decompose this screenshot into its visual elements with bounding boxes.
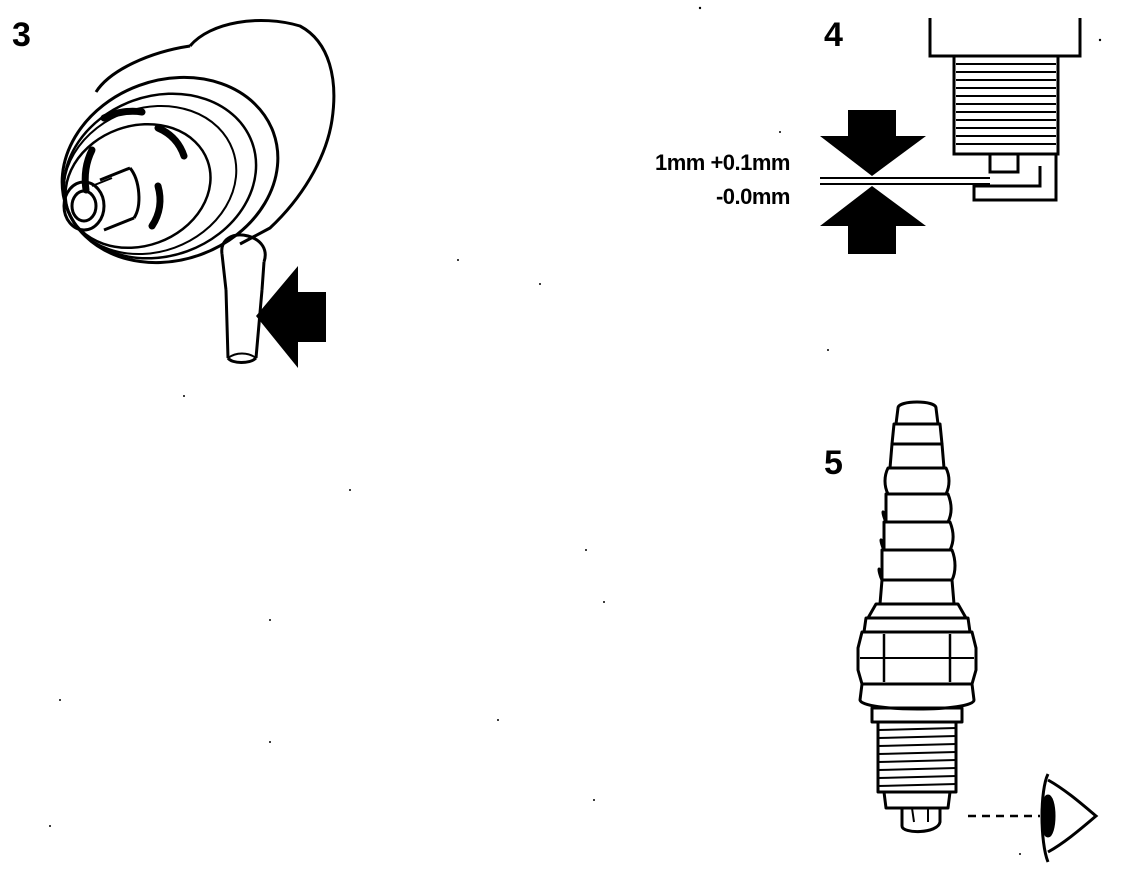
scan-specks	[49, 6, 1102, 855]
eye-icon	[1040, 773, 1099, 863]
spark-plug-tip-drawing	[820, 18, 1082, 202]
figure-number-5: 5	[824, 444, 843, 482]
spark-plug-drawing	[856, 400, 978, 833]
figure-number-3: 3	[12, 16, 31, 54]
pressure-regulator-drawing	[60, 19, 336, 364]
gap-spec-line-1: 1mm +0.1mm	[654, 150, 791, 175]
figure-number-4: 4	[824, 16, 843, 54]
arrow-down-icon	[820, 110, 926, 176]
arrow-up-icon	[820, 186, 926, 254]
arrow-left-icon	[256, 266, 326, 368]
gap-spec-line-2: -0.0mm	[715, 184, 791, 209]
